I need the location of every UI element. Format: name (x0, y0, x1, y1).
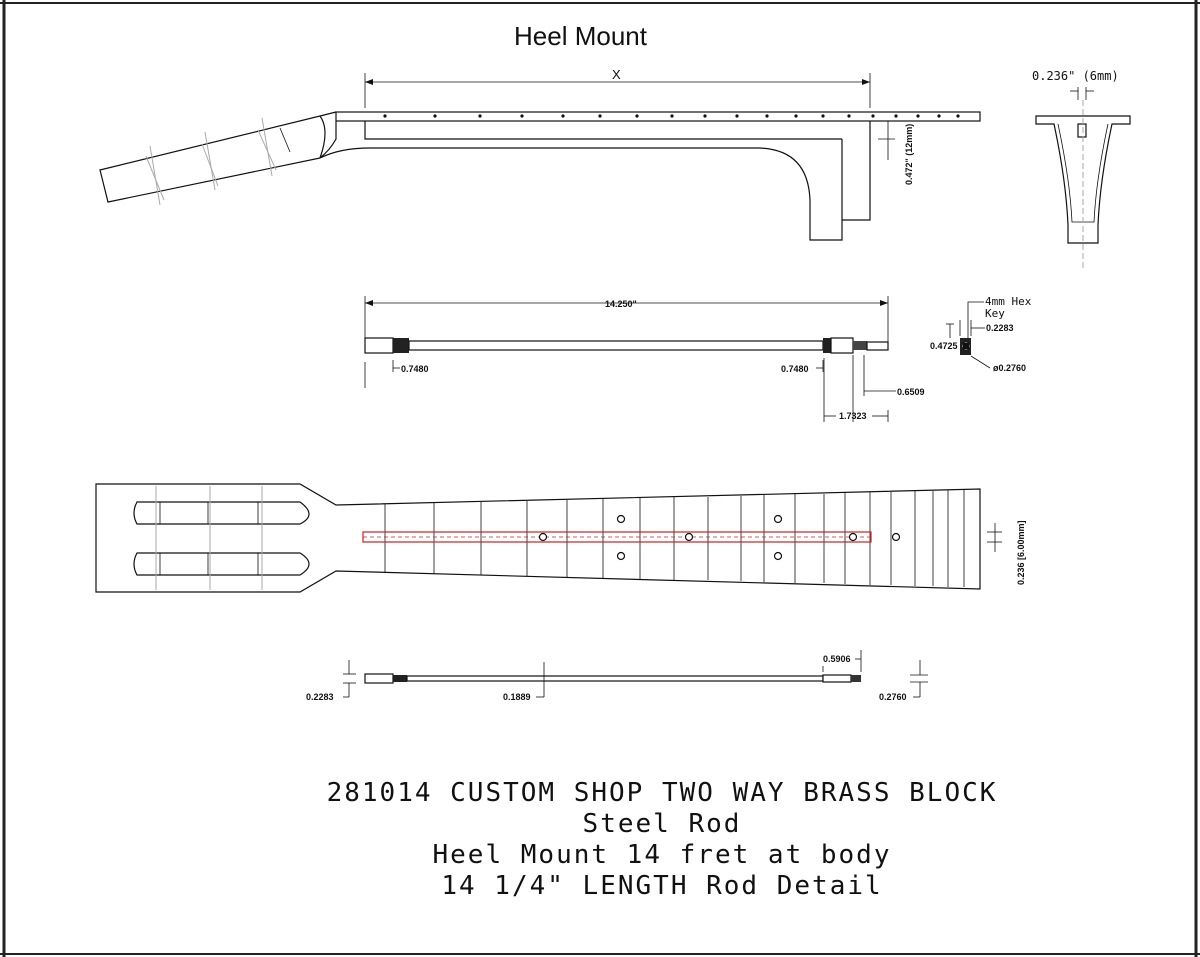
end-width-label: 0.236" (6mm) (1032, 69, 1119, 83)
position-markers (538, 514, 901, 561)
hex-offset-dim: 0.2283 (986, 323, 1014, 333)
title-line-3: Heel Mount 14 fret at body (433, 840, 892, 870)
rod-left-dia: 0.2283 (306, 692, 334, 702)
adjuster-length-dim: 1.7323 (839, 411, 867, 421)
page-title: Heel Mount (514, 21, 648, 51)
fret-lines (384, 490, 965, 587)
rod-detail: 14.250" 0.7480 0.7480 0.6509 1.7323 4mm … (364, 295, 1032, 422)
right-block-dim: 0.7480 (781, 364, 809, 374)
hex-key-label-1: 4mm Hex (985, 295, 1032, 308)
title-line-1: 281014 CUSTOM SHOP TWO WAY BRASS BLOCK (327, 778, 998, 808)
nut-length-dim: 0.6509 (897, 387, 925, 397)
thickness-label: 0.472" (12mm) (904, 124, 914, 185)
left-block-dim: 0.7480 (401, 364, 429, 374)
fret-markers (383, 114, 960, 118)
hex-key-label-2: Key (985, 307, 1005, 320)
title-line-4: 14 1/4" LENGTH Rod Detail (441, 871, 882, 901)
rod-mid-dia: 0.1889 (503, 692, 531, 702)
hex-height-dim: 0.4725 (930, 341, 958, 351)
overall-length-label: 14.250" (605, 299, 637, 309)
title-line-2: Steel Rod (583, 809, 742, 839)
rod-right-length: 0.5906 (823, 654, 851, 664)
neck-end-view: 0.236" (6mm) (1032, 69, 1131, 268)
fretboard-top-view: 0.236 [6.00mm] (95, 483, 1026, 593)
hex-diameter-dim: ø0.2760 (993, 363, 1026, 373)
neck-side-view: X 0.472" (12mm) (99, 67, 981, 241)
slot-width-label: 0.236 [6.00mm] (1016, 520, 1026, 585)
title-block: 281014 CUSTOM SHOP TWO WAY BRASS BLOCK S… (327, 778, 998, 901)
length-x-label: X (612, 67, 621, 82)
rod-right-dia: 0.2760 (879, 692, 907, 702)
rod-side-view: 0.2283 0.1889 0.5906 0.2760 (306, 650, 928, 702)
